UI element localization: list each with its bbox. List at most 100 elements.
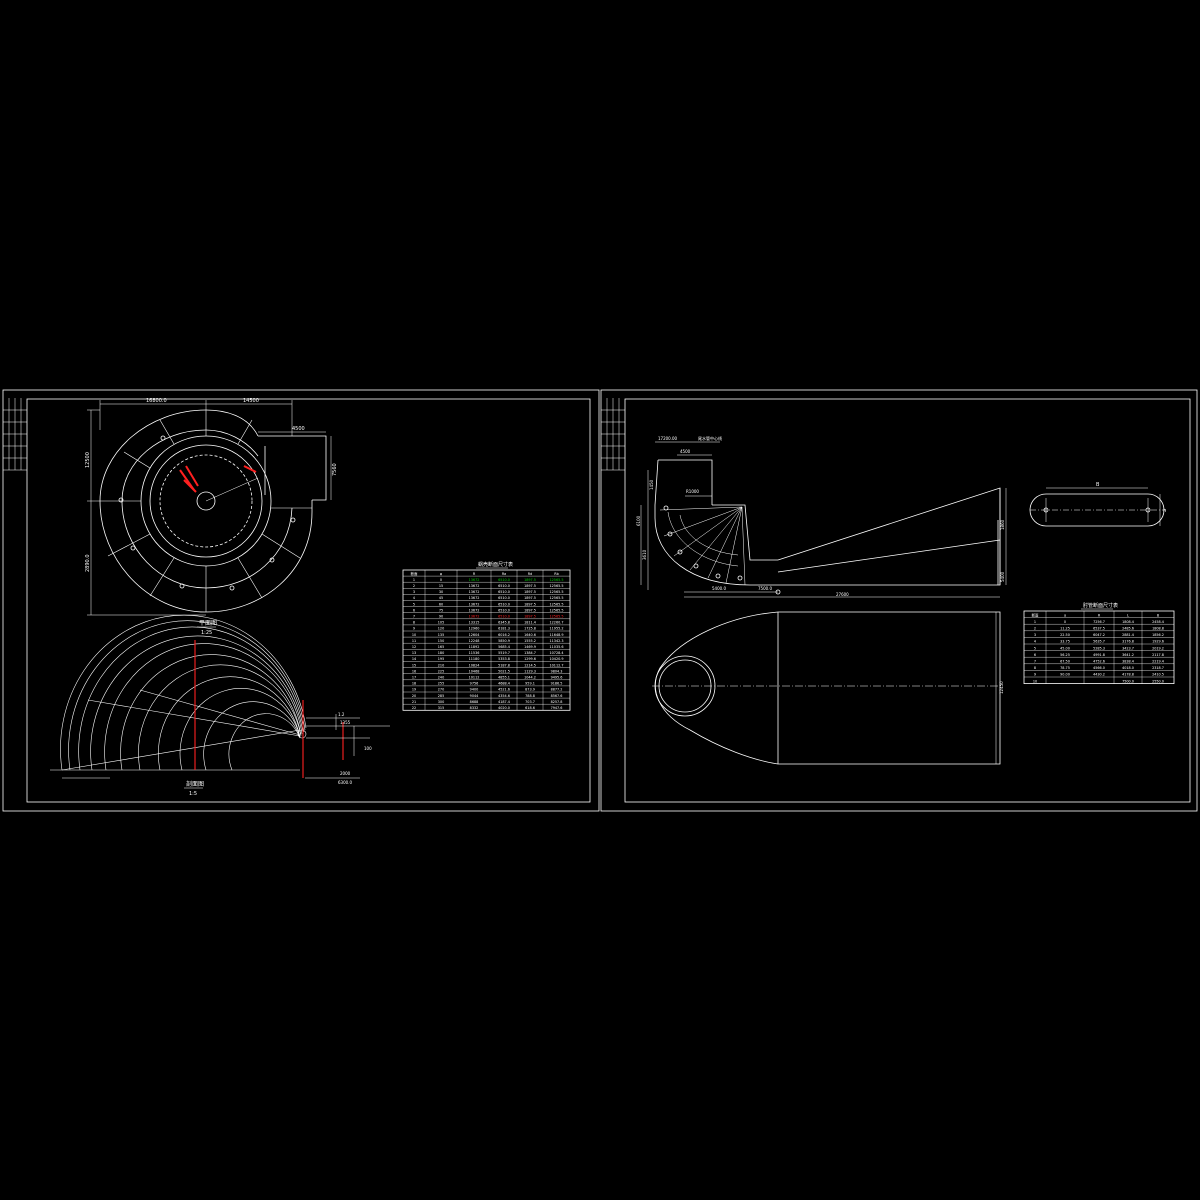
spiral-table-cell: 703.7 — [525, 700, 535, 704]
spiral-table-cell: 13672 — [469, 590, 480, 594]
elbow-table-frame — [1023, 610, 1175, 684]
plan-dim-left-lower: 2890.0 — [85, 555, 91, 573]
stay-ring-outer-circle — [149, 444, 263, 558]
runner-center-circle — [196, 491, 216, 511]
spiral-table-cell: 4020.0 — [498, 706, 510, 710]
spiral-table-cell: 13 — [412, 651, 416, 655]
elbow-table-cell: 67.50 — [1060, 660, 1070, 664]
spiral-outline-inner — [121, 429, 293, 589]
outlet-section — [1029, 487, 1166, 527]
spiral-table-cell: 11342.3 — [549, 639, 563, 643]
spiral-table-cell: 12248 — [469, 639, 480, 643]
elbow-table-cell: 22.50 — [1060, 633, 1070, 637]
spiral-table-cell: 1897.5 — [524, 602, 536, 606]
spiral-table-cell: 195 — [438, 657, 444, 661]
spiral-table-cell: 13672 — [469, 615, 480, 619]
spiral-table-cell: 9400 — [470, 688, 479, 692]
elbow-table-cell: 4 — [1034, 640, 1036, 644]
spiral-table-cell: 8 — [413, 621, 415, 625]
spiral-table-cell: 7947.6 — [551, 706, 563, 710]
elbow-table-cell: 2485.6 — [1122, 627, 1134, 631]
spiral-table-cell: 6510.0 — [498, 615, 510, 619]
elev-dim-bottom-b: 7500.0 — [758, 586, 772, 591]
elbow-table-cell: 7500.0 — [1122, 679, 1134, 683]
spiral-table-cell: 5187.8 — [498, 663, 510, 667]
spiral-table-cell: 300 — [438, 700, 444, 704]
elev-dim-bottom-a: 5400.0 — [712, 586, 726, 591]
spiral-table-cell: 10468 — [469, 669, 480, 673]
elbow-radial-lines — [659, 506, 746, 586]
elev-dim-right-a: 1860 — [1000, 519, 1005, 530]
section-dim-small-b: 1355 — [340, 720, 351, 725]
spiral-table-cell: 7 — [413, 615, 415, 619]
spiral-table-header-cell: 断面 — [411, 571, 418, 576]
plan-dim-inlet-width: 4500 — [292, 426, 305, 432]
elbow-table-cell: 3641.2 — [1122, 653, 1134, 657]
spiral-table-cell: 10824 — [469, 663, 480, 667]
elbow-table-cell: 2 — [1034, 627, 1036, 631]
elbow-table-header-cell: α — [1064, 613, 1067, 617]
spiral-table-cell: 21 — [412, 700, 416, 704]
spiral-table-cell: 270 — [438, 688, 444, 692]
elev-dim-mid: R1000 — [686, 489, 699, 494]
left-revision-strip — [3, 398, 27, 471]
diffuser-outline — [777, 487, 1001, 586]
spiral-table-cell: 6 — [413, 608, 415, 612]
spiral-table-cell: 6510.0 — [498, 596, 510, 600]
spiral-table-cell: 3 — [413, 590, 415, 594]
spiral-table-cell: 6510.0 — [498, 608, 510, 612]
spiral-table-cell: 12604 — [469, 633, 480, 637]
spiral-table-cell: 9186.5 — [551, 682, 563, 686]
elbow-table-title: 肘管断面尺寸表 — [1083, 602, 1118, 609]
spiral-case-plan — [87, 400, 332, 616]
left-sheet: 16800.0 14500 4500 12500 2890.0 7560 平面图… — [2, 389, 600, 812]
spiral-table-cell: 5 — [413, 602, 415, 606]
spiral-table-cell: 4521.6 — [498, 688, 510, 692]
plan-caption: 平面图 — [199, 620, 217, 627]
elev-dim-left-b: 3610 — [642, 549, 647, 560]
elbow-section-markers — [663, 505, 781, 595]
spiral-table-cell: 11180 — [469, 657, 480, 661]
elbow-table-cell: 0 — [1064, 620, 1066, 624]
spiral-table-cell: 13672 — [469, 596, 480, 600]
spiral-table-cell: 240 — [438, 676, 444, 680]
elbow-table-cell: 2410.5 — [1152, 673, 1164, 677]
spiral-table-cell: 0 — [440, 578, 442, 582]
section-dimensions — [62, 714, 390, 779]
plan-scale: 1:25 — [201, 630, 212, 636]
elbow-table-cell: 4752.6 — [1093, 660, 1105, 664]
spiral-table-cell: 180 — [438, 651, 444, 655]
spiral-table-title: 蜗壳断面尺寸表 — [478, 561, 513, 568]
spiral-table-cell: 1897.5 — [524, 578, 536, 582]
spiral-table-cell: 22 — [412, 706, 416, 710]
spiral-table-cell: 1044.2 — [524, 676, 536, 680]
left-sheet-inner-border — [26, 398, 591, 803]
spiral-table-cell: 210 — [438, 663, 444, 667]
elbow-inner — [712, 504, 778, 561]
elbow-table-cell: 2318.7 — [1152, 666, 1164, 670]
spiral-table-cell: 225 — [438, 669, 444, 673]
spiral-table-cell: 12565.5 — [549, 608, 563, 612]
spiral-table-cell: 10112.7 — [549, 663, 563, 667]
spiral-table-cell: 16 — [412, 669, 416, 673]
section-scale: 1:5 — [189, 791, 197, 797]
elbow-table-cell: 1808.4 — [1122, 620, 1134, 624]
spiral-table-cell: 11892 — [469, 645, 480, 649]
spiral-table-cell: 1129.3 — [524, 669, 536, 673]
spiral-table-cell: 6345.8 — [498, 621, 510, 625]
elbow-table-cell: 45.00 — [1060, 646, 1070, 650]
elbow-table-cell: 90.00 — [1060, 673, 1070, 677]
elbow-table-cell: 3423.7 — [1122, 646, 1134, 650]
plan-section-markers — [118, 435, 296, 591]
section-dim-small-c: 100 — [364, 746, 372, 751]
spiral-table-cell: 1897.5 — [524, 584, 536, 588]
plan-dimensions — [87, 400, 332, 616]
spiral-table-cell: 12565.5 — [549, 596, 563, 600]
spiral-table-cell: 4855.1 — [498, 676, 510, 680]
elbow-table-header-cell: B — [1157, 613, 1160, 617]
elbow-table-cell: 2117.8 — [1152, 653, 1164, 657]
elbow-table-cell: 5285.3 — [1093, 646, 1105, 650]
elev-dim-top-b: 尾水管中心线 — [698, 435, 722, 441]
spiral-table-cell: 10420.9 — [549, 657, 563, 661]
